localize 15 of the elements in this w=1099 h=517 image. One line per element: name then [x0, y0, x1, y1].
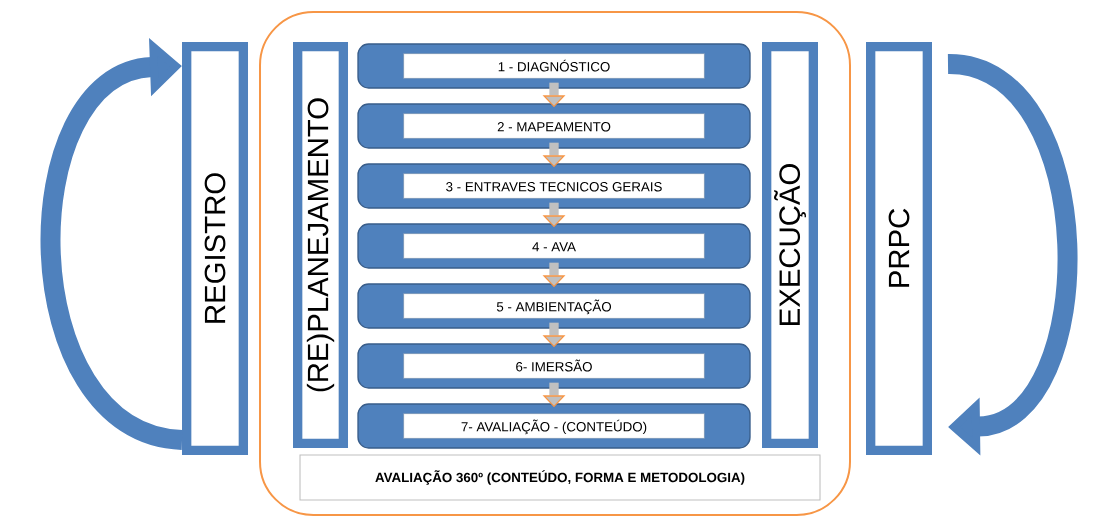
vertical-label-bar: EXECUÇÃO — [762, 42, 818, 448]
step-box: 5 - AMBIENTAÇÃO — [357, 283, 751, 329]
step-box: 4 - AVA — [357, 223, 751, 269]
vertical-label-bar: REGISTRO — [182, 42, 248, 455]
curved-arrow — [40, 38, 185, 450]
summary-box: AVALIAÇÃO 360º (CONTEÚDO, FORMA E METODOLOGIA) — [299, 454, 821, 501]
vertical-label-bar: PRPC — [866, 42, 932, 455]
curved-arrow — [946, 54, 1078, 456]
rounded-frame — [259, 11, 851, 516]
step-box: 3 - ENTRAVES TECNICOS GERAIS — [357, 163, 751, 209]
step-box: 2 - MAPEAMENTO — [357, 103, 751, 149]
step-box: 7- AVALIAÇÃO - (CONTEÚDO) — [357, 403, 751, 449]
step-box: 1 - DIAGNÓSTICO — [357, 43, 751, 89]
step-box: 6- IMERSÃO — [357, 343, 751, 389]
vertical-label-bar: (RE)PLANEJAMENTO — [293, 42, 348, 448]
